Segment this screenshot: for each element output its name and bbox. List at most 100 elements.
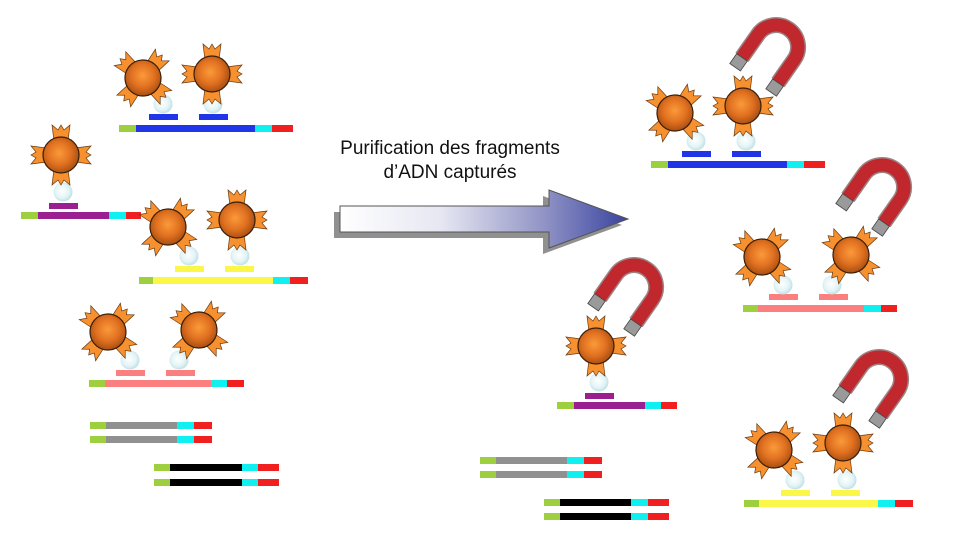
insert-purple bbox=[38, 212, 109, 219]
biotin-sphere bbox=[169, 350, 189, 370]
bead-core bbox=[124, 59, 162, 97]
insert-pink bbox=[758, 305, 864, 312]
bead-core bbox=[824, 424, 862, 462]
adapter-cyan bbox=[864, 305, 881, 312]
bead-core bbox=[218, 201, 256, 239]
adapter-left bbox=[743, 305, 758, 312]
magnet-body bbox=[594, 258, 663, 327]
adapter-cyan bbox=[631, 499, 648, 506]
adapter-left bbox=[651, 161, 668, 168]
process-arrow bbox=[334, 189, 630, 254]
magnet-pole-north bbox=[835, 193, 854, 212]
gray-fragment-1-after bbox=[480, 457, 602, 464]
pink-fragment-before bbox=[89, 370, 244, 387]
capture-probe bbox=[166, 370, 195, 376]
capture-probe bbox=[831, 490, 860, 496]
adapter-left bbox=[154, 464, 170, 471]
adapter-left bbox=[90, 436, 106, 443]
bead-core bbox=[724, 87, 762, 125]
capture-probe bbox=[175, 266, 204, 272]
bead-core bbox=[743, 238, 781, 276]
insert-pink bbox=[105, 380, 211, 387]
caption-line-1: Purification des fragments bbox=[340, 138, 560, 159]
insert-yellow bbox=[759, 500, 878, 507]
purple-fragment-before bbox=[21, 203, 141, 219]
bead-core bbox=[149, 208, 187, 246]
capture-probe bbox=[769, 294, 798, 300]
biotin-sphere bbox=[230, 246, 250, 266]
black-fragment-1-before bbox=[154, 464, 279, 471]
bead-core bbox=[656, 94, 694, 132]
adapter-left bbox=[90, 422, 106, 429]
process-caption: Purification des fragments d’ADN capturé… bbox=[300, 137, 600, 185]
adapter-red bbox=[194, 422, 212, 429]
biotin-sphere bbox=[736, 131, 756, 151]
magnet-pole-south bbox=[871, 218, 890, 237]
streptavidin-bead bbox=[744, 420, 804, 480]
insert-black bbox=[560, 513, 631, 520]
yellow-fragment-after bbox=[744, 490, 913, 507]
adapter-red bbox=[584, 471, 602, 478]
adapter-cyan bbox=[273, 277, 290, 284]
insert-purple bbox=[574, 402, 645, 409]
streptavidin-bead bbox=[565, 315, 627, 377]
strands-layer bbox=[21, 114, 913, 520]
insert-blue bbox=[136, 125, 255, 132]
magnet-icon bbox=[729, 17, 806, 97]
capture-probe bbox=[199, 114, 228, 120]
adapter-red bbox=[584, 457, 602, 464]
streptavidin-bead bbox=[78, 302, 138, 362]
streptavidin-bead bbox=[169, 300, 229, 360]
panel-after-purification bbox=[480, 151, 913, 520]
adapter-cyan bbox=[878, 500, 895, 507]
magnet-body bbox=[842, 158, 911, 227]
insert-black bbox=[170, 464, 242, 471]
gray-fragment-2-before bbox=[90, 436, 212, 443]
yellow-fragment-before bbox=[139, 266, 308, 284]
adapter-left bbox=[119, 125, 136, 132]
biotin-sphere bbox=[822, 275, 842, 295]
gray-fragment-1-before bbox=[90, 422, 212, 429]
biotin-sphere bbox=[53, 182, 73, 202]
adapter-cyan bbox=[255, 125, 272, 132]
insert-black bbox=[560, 499, 631, 506]
magnet-pole-south bbox=[868, 410, 887, 429]
adapter-left bbox=[480, 471, 496, 478]
beads-layer bbox=[30, 43, 881, 490]
blue-fragment-after bbox=[651, 151, 825, 168]
insert-blue bbox=[668, 161, 787, 168]
bead-core bbox=[577, 327, 615, 365]
adapter-left bbox=[544, 499, 560, 506]
adapter-cyan bbox=[631, 513, 648, 520]
insert-yellow bbox=[153, 277, 273, 284]
panel-before-purification bbox=[21, 114, 308, 486]
magnets-layer bbox=[587, 17, 912, 429]
bead-core bbox=[180, 311, 218, 349]
adapter-cyan bbox=[242, 479, 258, 486]
adapter-left bbox=[544, 513, 560, 520]
bead-core bbox=[832, 236, 870, 274]
capture-probe bbox=[732, 151, 761, 157]
adapter-cyan bbox=[787, 161, 804, 168]
bead-core bbox=[193, 55, 231, 93]
adapter-left bbox=[154, 479, 170, 486]
adapter-cyan bbox=[177, 436, 194, 443]
gray-fragment-2-after bbox=[480, 471, 602, 478]
adapter-cyan bbox=[211, 380, 227, 387]
streptavidin-bead bbox=[181, 43, 243, 105]
magnet-pole-south bbox=[623, 318, 642, 337]
streptavidin-bead bbox=[30, 124, 92, 186]
capture-probe bbox=[49, 203, 78, 209]
streptavidin-bead bbox=[645, 83, 705, 143]
streptavidin-bead bbox=[732, 227, 792, 287]
adapter-red bbox=[194, 436, 212, 443]
pink-fragment-after bbox=[743, 294, 897, 312]
adapter-red bbox=[258, 479, 279, 486]
insert-gray bbox=[106, 422, 177, 429]
adapter-cyan bbox=[567, 457, 584, 464]
biotin-sphere bbox=[837, 470, 857, 490]
magnet-body bbox=[839, 350, 908, 419]
bead-core bbox=[89, 313, 127, 351]
magnet-icon bbox=[832, 349, 909, 429]
